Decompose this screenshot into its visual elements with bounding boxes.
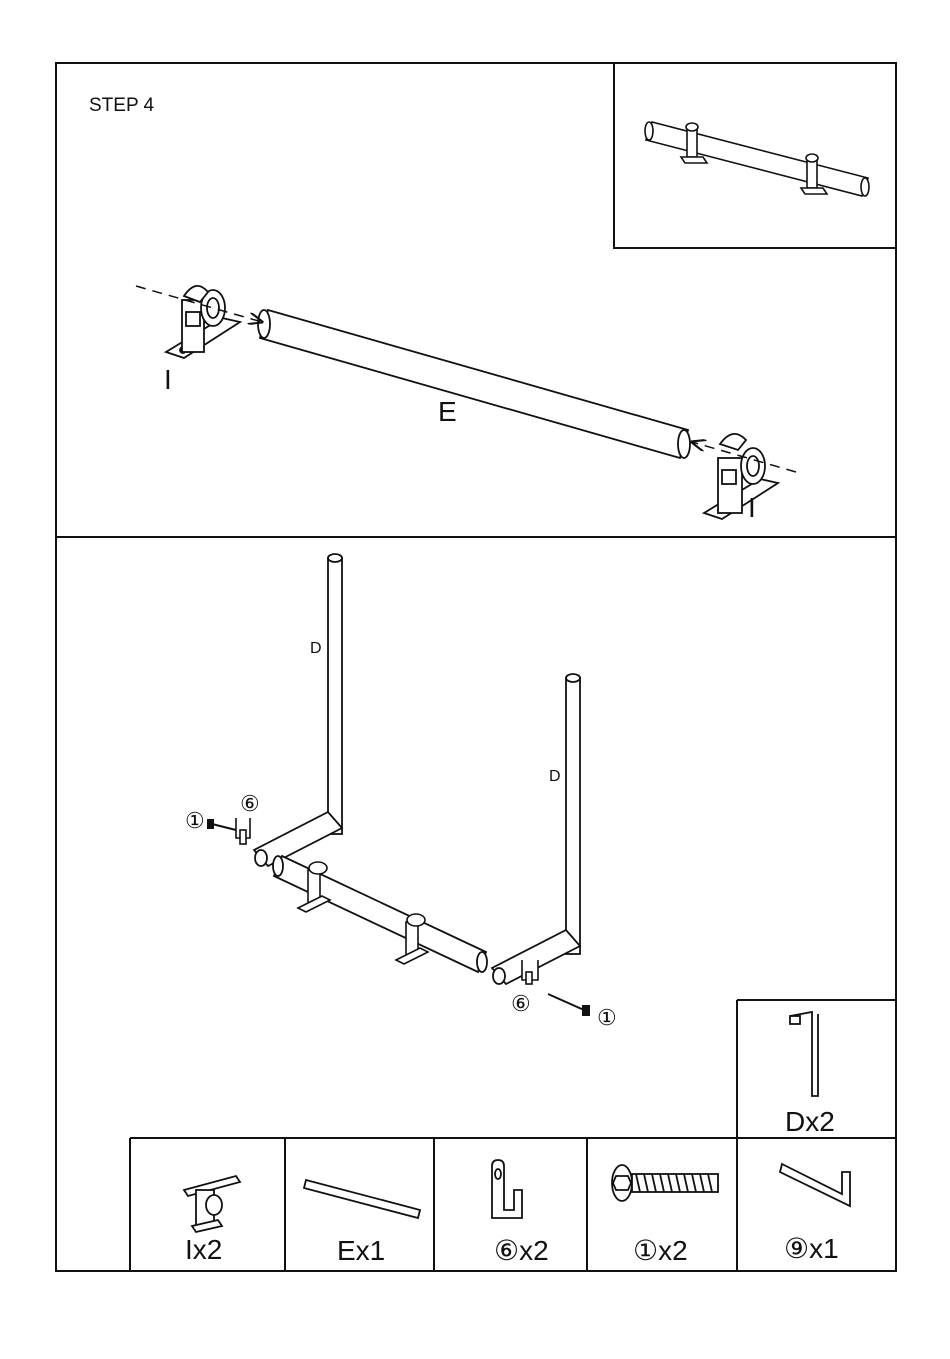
part-label-screw: ①x2 — [633, 1234, 688, 1267]
clip-left — [236, 818, 250, 844]
screw-left — [208, 820, 236, 830]
screw-right — [548, 994, 589, 1015]
step-title: STEP 4 — [89, 95, 154, 117]
frame — [56, 63, 896, 1271]
part-label-clip: ⑥x2 — [494, 1234, 549, 1267]
bracket-right-label: I — [748, 492, 756, 524]
callout-left-screw: ① — [185, 808, 205, 834]
post-left-label: D — [310, 640, 322, 658]
screw-icon — [612, 1165, 718, 1201]
part-label-bracket: Ix2 — [185, 1234, 222, 1266]
tube-e — [258, 310, 690, 458]
part-label-post: Dx2 — [785, 1106, 835, 1138]
crossbar — [273, 856, 487, 972]
allen-key-icon — [780, 1164, 850, 1206]
inset-assembled-view — [645, 122, 869, 196]
part-label-allen-key: ⑨x1 — [784, 1232, 839, 1265]
post-right-label: D — [549, 768, 561, 786]
post-right — [492, 674, 580, 984]
callout-right-screw: ① — [597, 1005, 617, 1031]
post-icon — [790, 1012, 818, 1096]
clip-right — [522, 960, 538, 984]
callout-left-clip: ⑥ — [240, 791, 260, 817]
bracket-left — [166, 286, 240, 358]
tube-e-label: E — [438, 396, 457, 428]
part-label-tube: Ex1 — [337, 1235, 385, 1267]
callout-right-clip: ⑥ — [511, 991, 531, 1017]
clip-icon — [492, 1160, 522, 1218]
post-left — [254, 554, 342, 866]
bracket-right — [704, 434, 778, 519]
bracket-left-label: I — [164, 364, 172, 396]
tube-icon — [304, 1180, 420, 1218]
bracket-icon — [184, 1176, 240, 1232]
